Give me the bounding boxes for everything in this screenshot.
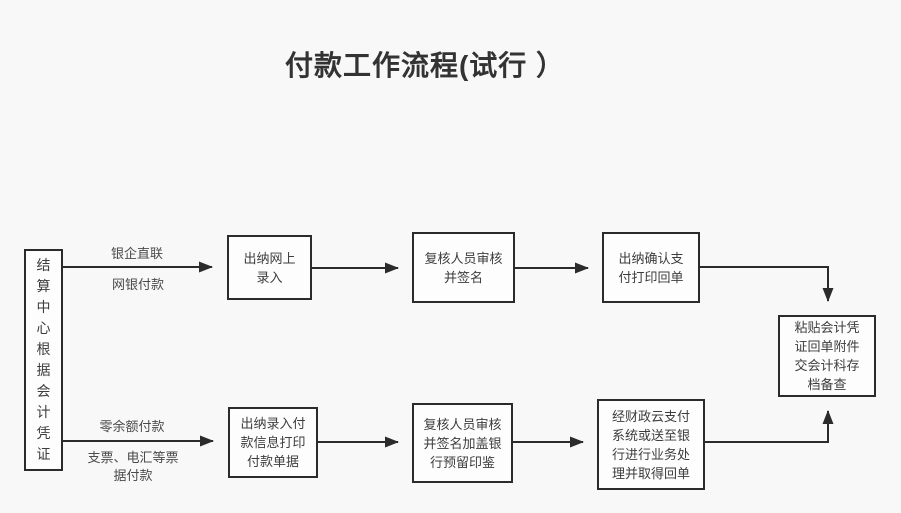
flow-box-cashier-online-entry: 出纳网上 录入: [227, 235, 312, 300]
arrow-label-bank-direct-link: 银企直联: [110, 246, 164, 261]
flow-box-fiscal-cloud-or-bank-processing: 经财政云支付 系统或送至银 行进行业务处 理并取得回单: [597, 399, 705, 490]
flow-box-cashier-confirm-print-receipt: 出纳确认支 付打印回单: [602, 232, 700, 303]
flow-box-reviewer-sign-bank-seal: 复核人员审核 并签名加盖银 行预留印鉴: [412, 403, 513, 483]
flow-box-cashier-entry-print-documents: 出纳录入付 款信息打印 付款单据: [228, 407, 318, 478]
flow-box-reviewer-sign: 复核人员审核 并签名: [412, 232, 515, 303]
flow-box-source: 结算中心根据会计凭证: [24, 249, 63, 471]
arrow-label-cheque-wire-payment: 支票、电汇等票 据付款: [87, 450, 179, 483]
arrow-label-online-banking-payment: 网银付款: [111, 277, 165, 292]
page-title: 付款工作流程(试行 ）: [284, 50, 566, 81]
flow-box-archive-vouchers: 粘贴会计凭 证回单附件 交会计科存 档备查: [778, 315, 876, 397]
arrow-label-zero-balance-payment: 零余额付款: [99, 419, 165, 434]
flow-box-source-label: 结算中心根据会计凭证: [36, 257, 51, 462]
